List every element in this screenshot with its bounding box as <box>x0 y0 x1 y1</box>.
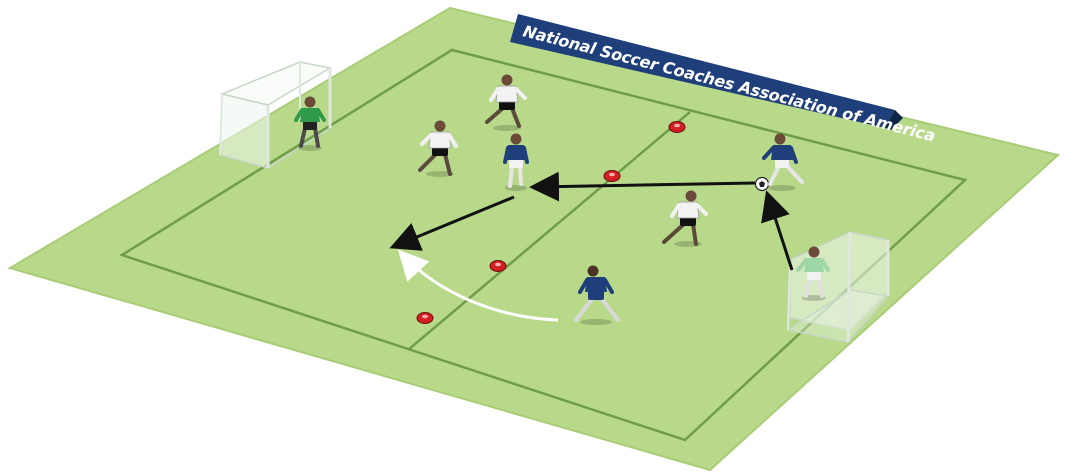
goalkeeper-right <box>796 246 830 301</box>
pass-arrow <box>529 171 756 202</box>
goalkeeper-left <box>294 96 326 151</box>
blue-player <box>503 133 529 191</box>
field-boundary <box>119 48 968 442</box>
blue-player-with-ball <box>762 133 804 191</box>
run-path-arrow <box>397 249 559 322</box>
cone-icon <box>603 170 621 182</box>
white-player <box>662 190 708 247</box>
center-line <box>407 111 691 351</box>
cone-icon <box>489 260 507 272</box>
cone-icon <box>668 121 686 133</box>
white-player <box>485 74 527 131</box>
blue-player <box>574 265 620 325</box>
pass-arrow <box>389 195 515 251</box>
cone-icon <box>416 312 434 324</box>
white-player <box>418 120 458 177</box>
pass-arrow <box>761 190 794 271</box>
left-goal-icon <box>219 61 333 169</box>
soccer-ball-icon <box>754 176 770 192</box>
